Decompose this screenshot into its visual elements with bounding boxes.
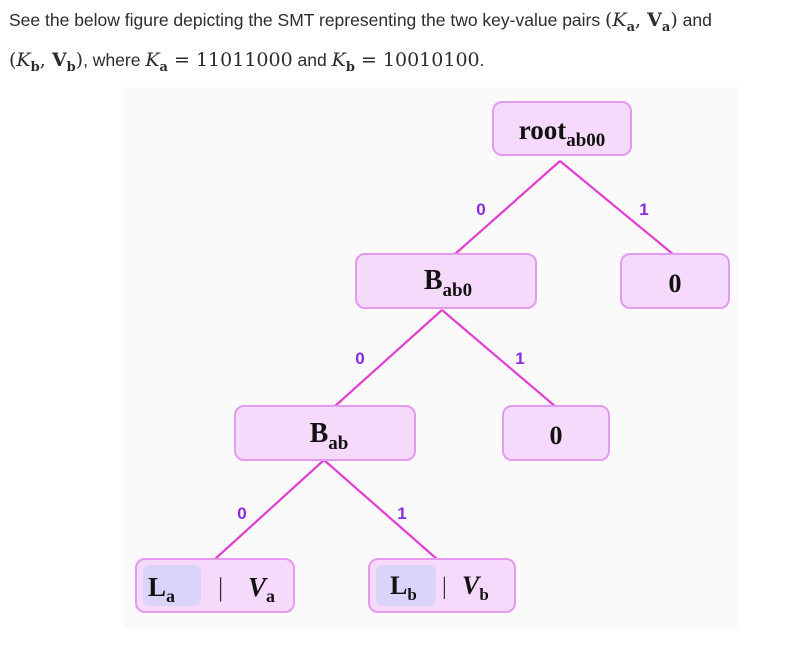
leaf-a-v-sub: a xyxy=(266,586,275,606)
node-mid-zero: 0 xyxy=(502,405,610,461)
node-mid-zero-label: 0 xyxy=(550,421,563,450)
edge-bab-left xyxy=(213,459,325,561)
edge-label-root-right: 1 xyxy=(639,200,648,219)
leaf-a-v: V xyxy=(248,572,268,602)
node-root-label: root xyxy=(519,115,567,145)
edge-label-bab-left: 0 xyxy=(237,504,246,523)
leaf-a-l-sub: a xyxy=(166,586,175,606)
node-babo-sub: ab0 xyxy=(443,280,473,301)
ka-equation: Ka = 11011000 xyxy=(145,48,293,75)
leaf-b-v: V xyxy=(462,571,482,600)
node-right-zero-label: 0 xyxy=(669,269,682,298)
svg-text:Lb: Lb xyxy=(390,571,417,604)
leaf-a: La | Va xyxy=(135,558,295,613)
leaf-a-l: L xyxy=(148,572,166,602)
leaf-b-v-sub: b xyxy=(479,585,488,604)
pair-b-math: (Kb, Vb) xyxy=(9,48,84,75)
intro-line-1-text: See the below figure depicting the SMT r… xyxy=(9,10,605,30)
node-bab-sub: ab xyxy=(328,433,348,454)
node-right-zero: 0 xyxy=(620,253,730,309)
leaf-b: Lb | Vb xyxy=(368,558,516,613)
node-bab-label: B xyxy=(310,418,329,449)
tree-edges xyxy=(213,160,675,561)
intro-where-text: , where xyxy=(83,49,146,70)
intro-line-1-tail: and xyxy=(677,10,712,30)
pair-a-math: (Ka, Va) xyxy=(604,9,678,35)
edge-label-babo-left: 0 xyxy=(355,349,364,368)
node-babo: Bab0 xyxy=(355,253,537,309)
leaf-b-l: L xyxy=(390,571,407,600)
leaf-b-sep: | xyxy=(442,574,447,600)
edge-babo-right xyxy=(441,309,557,408)
intro-line-2: (Kb, Vb), where Ka = 11011000 and Kb = 1… xyxy=(9,48,485,75)
node-root-sub: ab00 xyxy=(566,130,605,151)
edge-label-bab-right: 1 xyxy=(397,504,406,523)
intro-text: See the below figure depicting the SMT r… xyxy=(9,4,796,84)
edge-label-root-left: 0 xyxy=(476,200,485,219)
svg-text:Bab0: Bab0 xyxy=(424,265,472,301)
edge-babo-left xyxy=(333,309,443,408)
svg-text:rootab00: rootab00 xyxy=(519,115,606,151)
intro-line-1: See the below figure depicting the SMT r… xyxy=(9,4,796,44)
leaf-b-l-sub: b xyxy=(407,585,416,604)
svg-text:Bab: Bab xyxy=(310,418,349,454)
node-root: rootab00 xyxy=(492,101,632,156)
edge-bab-right xyxy=(323,459,439,561)
edge-root-left xyxy=(453,160,561,256)
kb-equation: Kb = 10010100 xyxy=(331,48,480,75)
smt-figure: 0 1 0 1 0 1 rootab00 Bab0 0 xyxy=(124,87,738,628)
svg-text:La: La xyxy=(148,572,175,606)
node-babo-label: B xyxy=(424,265,443,296)
node-bab: Bab xyxy=(234,405,416,461)
smt-diagram: 0 1 0 1 0 1 rootab00 Bab0 0 xyxy=(135,101,730,613)
edge-label-babo-right: 1 xyxy=(515,349,524,368)
svg-text:Vb: Vb xyxy=(462,571,489,604)
svg-text:Va: Va xyxy=(248,572,275,606)
leaf-a-sep: | xyxy=(218,573,223,602)
intro-and-text: and xyxy=(292,49,332,70)
edge-root-right xyxy=(559,160,675,256)
